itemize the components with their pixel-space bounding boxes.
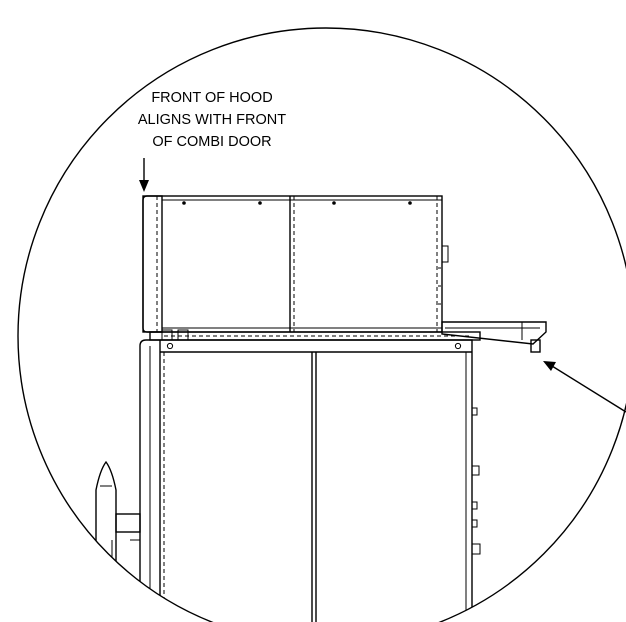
door-handle xyxy=(95,460,141,622)
drain-spout xyxy=(441,321,547,353)
callout-arrow xyxy=(139,158,149,192)
callout-line-2: ALIGNS WITH FRONT xyxy=(138,112,286,128)
callout-line-1: FRONT OF HOOD xyxy=(151,90,272,106)
detail-circle xyxy=(17,27,626,622)
leader-arrow xyxy=(543,361,626,413)
hood xyxy=(142,195,449,333)
combi-oven xyxy=(139,339,481,622)
callout-label: FRONT OF HOOD ALIGNS WITH FRONT OF COMBI… xyxy=(138,90,286,150)
callout-line-3: OF COMBI DOOR xyxy=(152,134,271,150)
mounting-strip xyxy=(149,329,481,341)
